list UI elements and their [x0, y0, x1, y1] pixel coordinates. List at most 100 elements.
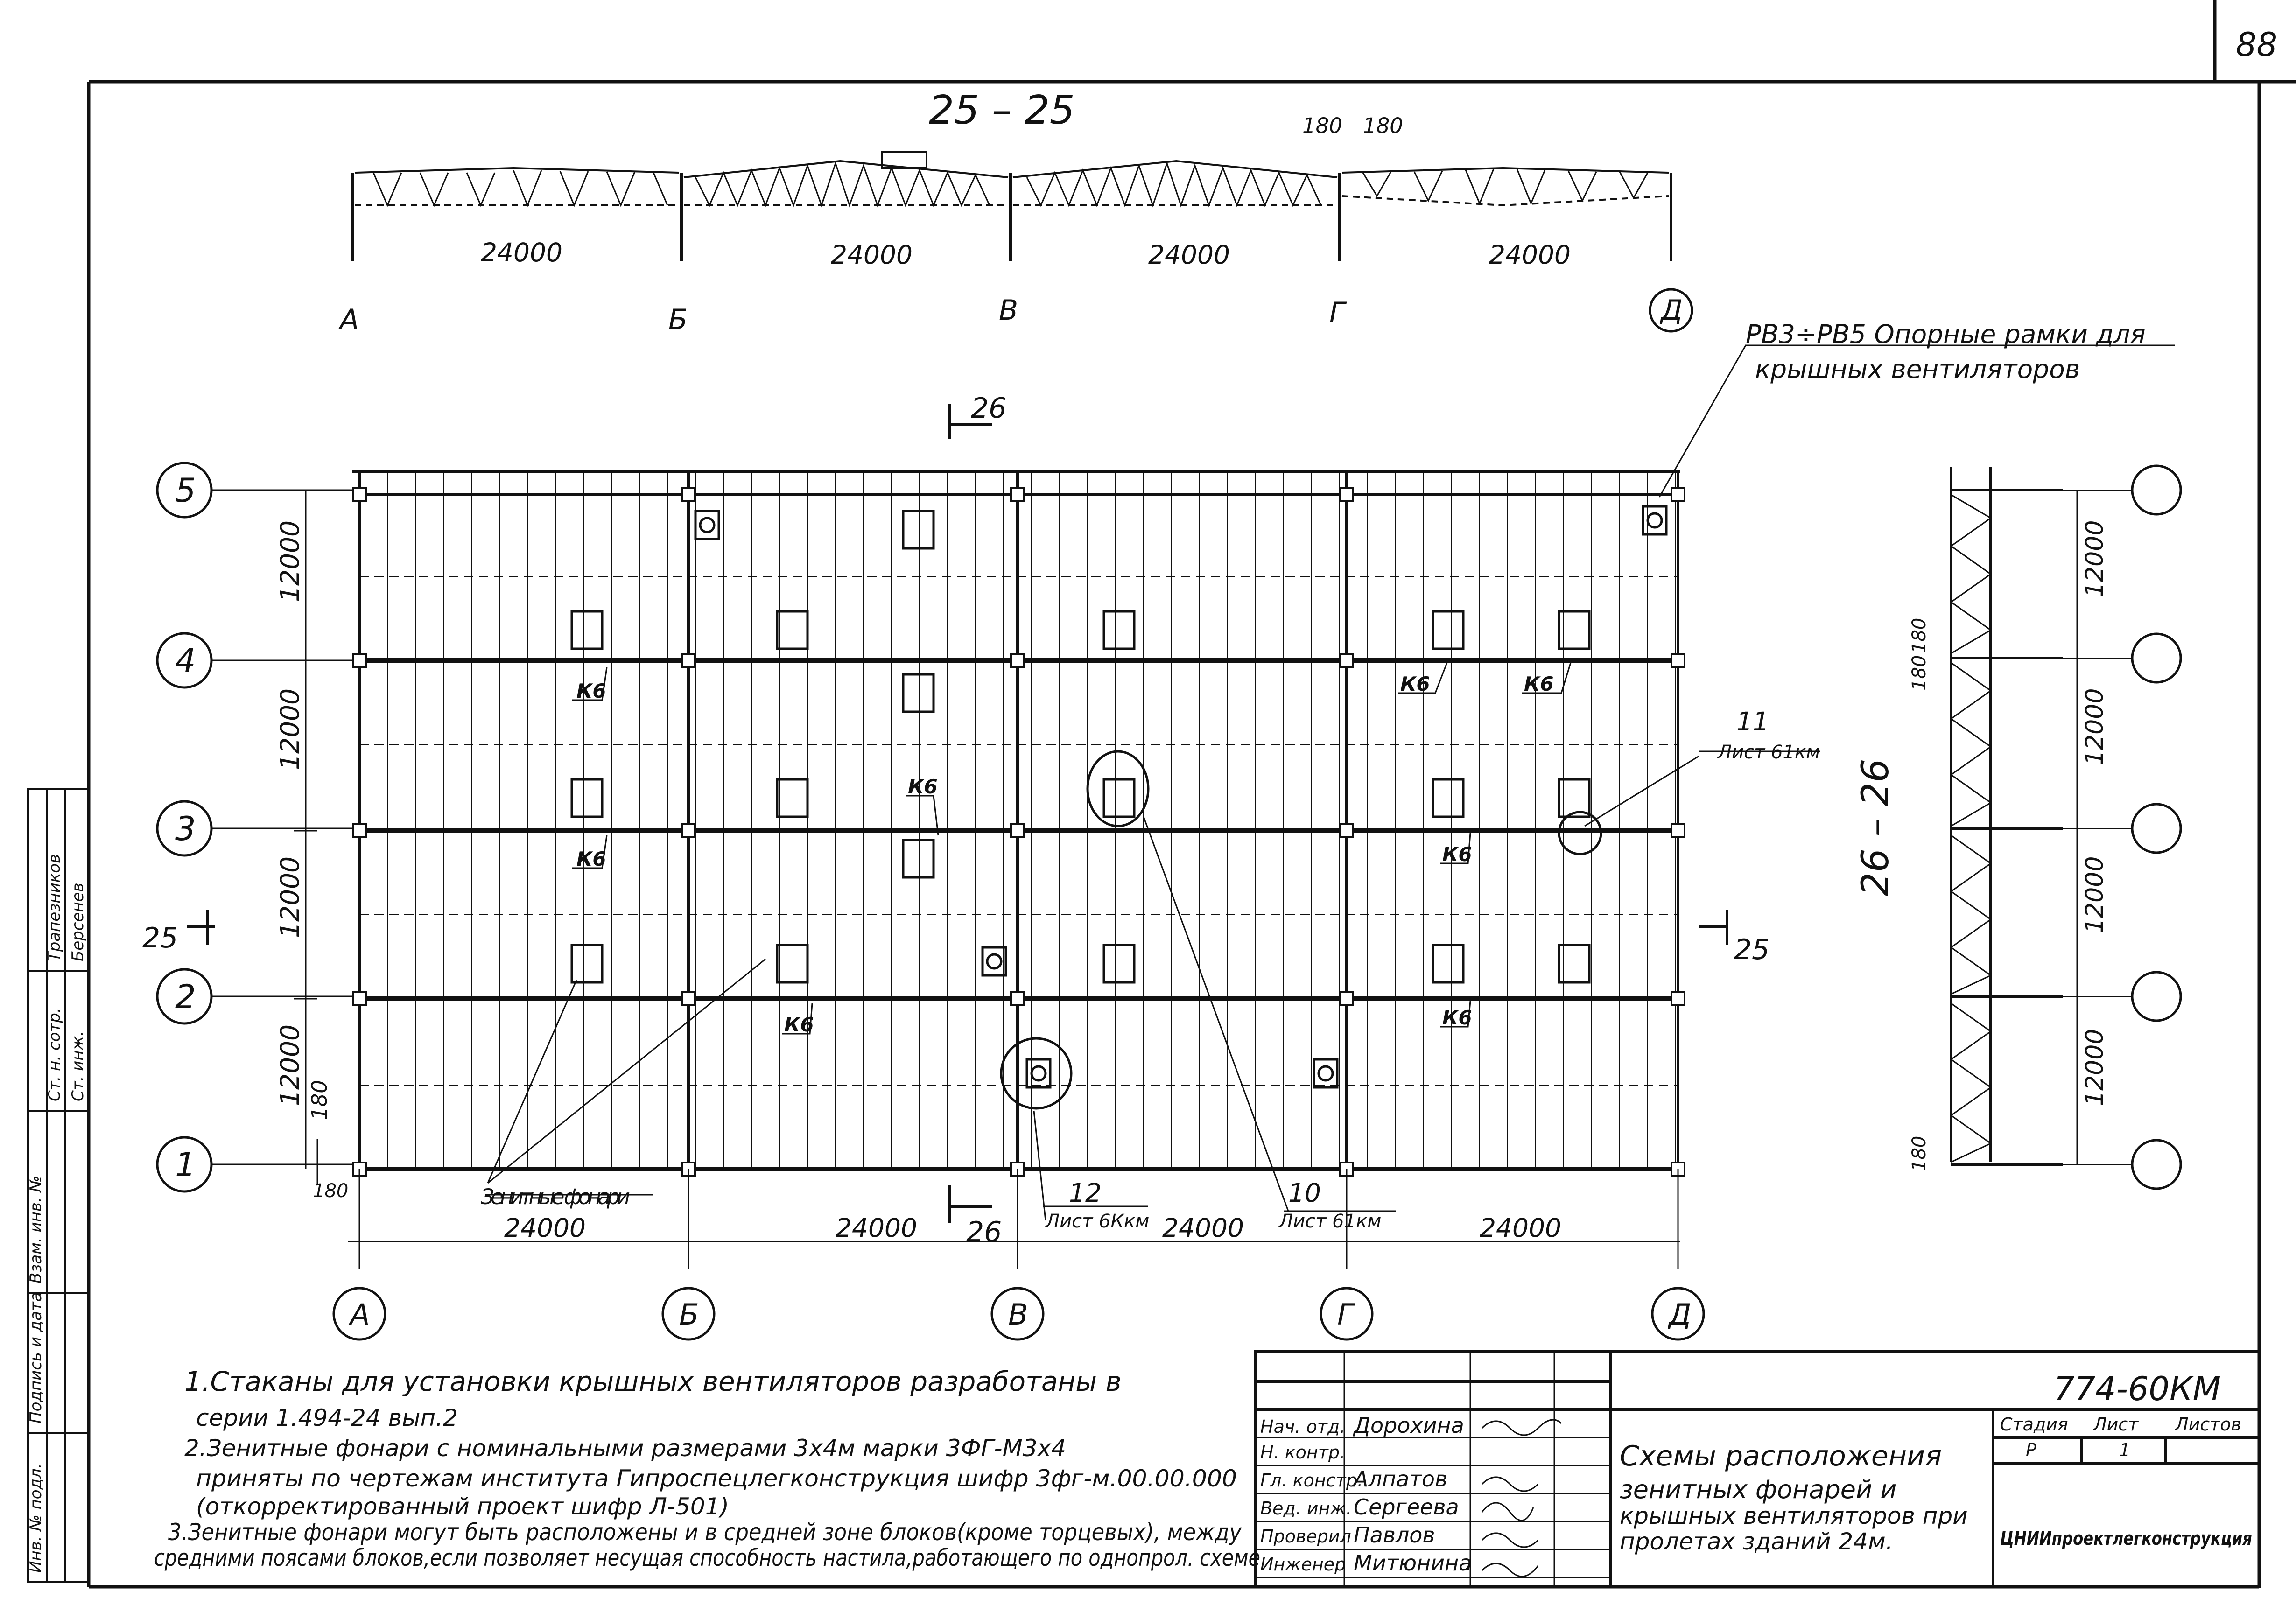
sec25-axis-a: А — [338, 303, 359, 336]
stamp-name-1: Трапезников — [45, 854, 64, 961]
notes: 1.Стаканы для установки крышных вентилят… — [154, 1366, 1260, 1571]
sec25-axis-d: Д — [1659, 294, 1683, 327]
role-1: Н. контр. — [1260, 1442, 1345, 1463]
callout-circle-12 — [1000, 1037, 1073, 1110]
sec25-span-1: 24000 — [481, 238, 562, 267]
zenith-light — [902, 673, 935, 713]
truss-webs — [372, 161, 1649, 208]
bottom-dim-4: 24000 — [1480, 1213, 1561, 1243]
name-3: Сергеева — [1354, 1494, 1459, 1520]
roof-fan — [1642, 505, 1668, 536]
zenith-light — [1558, 944, 1591, 984]
plan-dim-180-bottom: 180 — [313, 1180, 348, 1202]
bottom-dim-3: 24000 — [1162, 1213, 1244, 1243]
note-3a: 3.Зенитные фонари могут быть расположены… — [168, 1519, 1242, 1546]
frames-label-2: крышных вентиляторов — [1755, 354, 2080, 384]
k6-label: К6 — [1400, 673, 1430, 695]
sec26-dim-180-b: 180 — [1909, 655, 1930, 691]
column-node — [1339, 653, 1354, 668]
stamp-replace: Взам. инв. № — [27, 1176, 45, 1283]
sec25-span-4: 24000 — [1489, 240, 1571, 270]
column-node — [1671, 991, 1685, 1006]
bottom-dim-1: 24000 — [504, 1213, 586, 1243]
k6-label: К6 — [1524, 673, 1554, 695]
zenith-light — [1432, 610, 1465, 650]
sec26-dim-180-a: 180 — [1909, 618, 1930, 653]
role-4: Проверил — [1260, 1526, 1351, 1547]
callout-11: 11 — [1736, 707, 1769, 736]
left-dim-2: 12000 — [275, 688, 305, 770]
stamp-name-2: Берсенев — [69, 883, 87, 961]
stamp-inv: Инв. № подл. — [27, 1463, 45, 1573]
sec25-axis-g: Г — [1329, 296, 1347, 329]
zenith-light — [1102, 944, 1136, 984]
callout-12: 12 — [1069, 1178, 1102, 1208]
sec26-dim-180-c: 180 — [1909, 1136, 1930, 1171]
row-label-5: 5 — [175, 471, 196, 510]
role-0: Нач. отд. — [1260, 1416, 1345, 1437]
zenith-light — [902, 839, 935, 879]
name-5: Митюнина — [1354, 1550, 1472, 1576]
note-1a: 1.Стаканы для установки крышных вентилят… — [184, 1366, 1122, 1397]
roof-fan — [981, 946, 1007, 977]
zenith-light — [1102, 610, 1136, 650]
sheet-value: 1 — [2119, 1440, 2130, 1460]
column-node — [352, 653, 367, 668]
row-label-1: 1 — [175, 1146, 196, 1184]
callout-10-sheet: Лист 61км — [1278, 1211, 1381, 1232]
title-line-4: пролетах зданий 24м. — [1620, 1528, 1893, 1555]
doc-code: 774-60КМ — [2054, 1370, 2221, 1408]
roof-plan: К6 К6 К6 К6 К6 К6 К6 К6 5 4 3 2 1 — [142, 319, 2175, 1341]
role-2: Гл. констр. — [1260, 1470, 1363, 1491]
column-node — [352, 487, 367, 502]
note-3b: средними поясами блоков,если позволяет н… — [154, 1544, 1260, 1571]
sec25-axis-b: Б — [668, 303, 688, 336]
truss-4-top — [1341, 167, 1669, 174]
k6-label: К6 — [1442, 1006, 1472, 1029]
col-label-g: Г — [1337, 1297, 1355, 1332]
zenith-light — [570, 944, 604, 984]
sec25-span-3: 24000 — [1148, 240, 1230, 270]
sheets-header: Листов — [2174, 1414, 2241, 1435]
col-label-b: Б — [679, 1297, 699, 1332]
column-node — [681, 487, 696, 502]
callout-11-sheet: Лист 61км — [1717, 742, 1820, 763]
k6-label: К6 — [784, 1013, 814, 1036]
organization: ЦНИИпроектлегконструкция — [2000, 1528, 2252, 1549]
roof-fan — [694, 510, 720, 540]
callout-12-sheet: Лист 6Ккм — [1045, 1211, 1149, 1232]
section-25-25: 25 – 25 180 180 24000 24000 — [338, 87, 1693, 336]
column-node — [352, 991, 367, 1006]
cut-26-bottom: 26 — [966, 1216, 1002, 1248]
role-5: Инженер — [1260, 1554, 1346, 1575]
k6-label: К6 — [576, 680, 606, 702]
left-dim-1: 12000 — [275, 520, 305, 602]
note-2a: 2.Зенитные фонари с номинальными размера… — [184, 1435, 1066, 1462]
note-1b: серии 1.494-24 вып.2 — [196, 1404, 458, 1431]
column-node — [1010, 653, 1025, 668]
left-dim-3: 12000 — [275, 856, 305, 938]
zenith-light — [776, 778, 809, 818]
name-4: Павлов — [1354, 1522, 1435, 1548]
column-node — [1671, 653, 1685, 668]
zenith-light — [1558, 778, 1591, 818]
stage-value: Р — [2026, 1440, 2036, 1460]
zenith-light — [776, 944, 809, 984]
sec26-dim-4: 12000 — [2081, 1029, 2109, 1106]
truss-3-top — [1012, 160, 1338, 178]
cut-25-left: 25 — [142, 922, 178, 954]
signatures — [1481, 1419, 1562, 1577]
stamp-senior: Ст. н. сотр. — [45, 1008, 64, 1101]
column-node — [1010, 823, 1025, 838]
zenith-light — [1102, 778, 1136, 818]
title-line-1: Схемы расположения — [1620, 1440, 1942, 1472]
stage-header: Стадия — [2000, 1414, 2068, 1435]
title-line-3: крышных вентиляторов при — [1620, 1502, 1968, 1529]
zenith-light — [570, 778, 604, 818]
column-node — [352, 823, 367, 838]
column-node — [681, 991, 696, 1006]
bottom-dim-2: 24000 — [836, 1213, 917, 1243]
col-label-v: В — [1008, 1297, 1028, 1332]
callout-circle-10 — [1086, 750, 1150, 827]
cut-26-top: 26 — [971, 392, 1006, 425]
